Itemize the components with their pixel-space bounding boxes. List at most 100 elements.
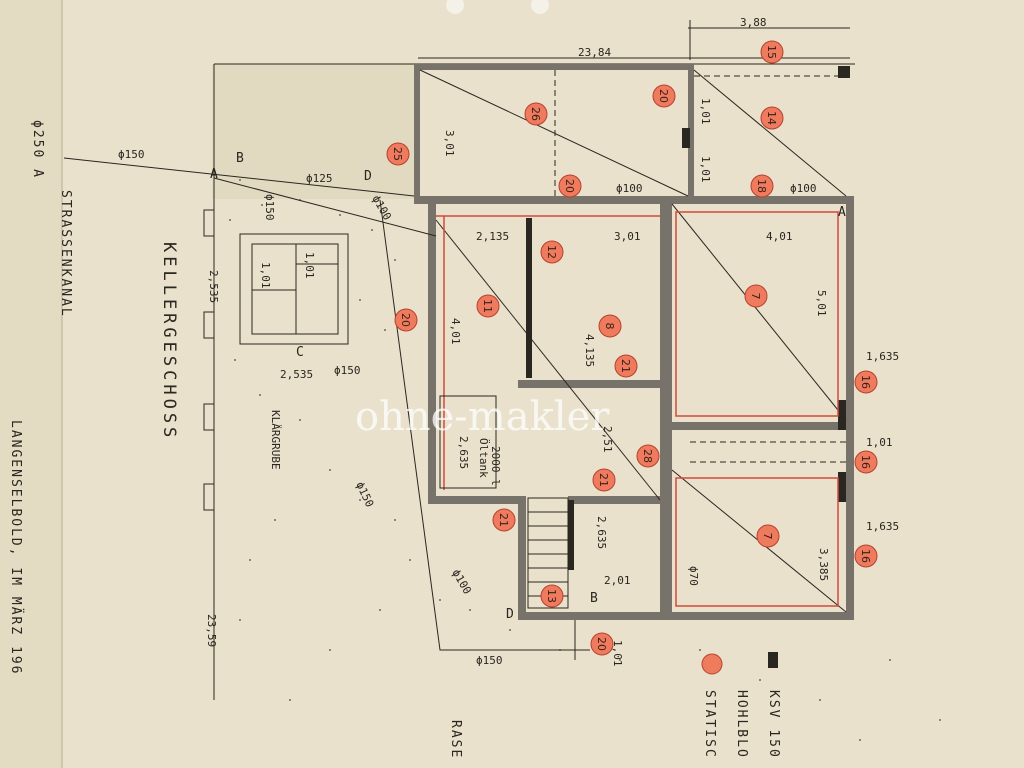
staircase: [527, 497, 569, 609]
marker-number: 21: [497, 513, 510, 527]
marker-number: 16: [859, 375, 872, 389]
marker-m12: 7: [744, 284, 768, 308]
dimension-d18: 1,01: [866, 436, 893, 449]
marker-number: 7: [749, 293, 762, 300]
pipe-label-p10: ϕ70: [687, 566, 700, 586]
dimension-d2: 23,84: [578, 46, 611, 59]
oil-tank-dim: 2,635: [457, 436, 470, 469]
marker-circle: [540, 584, 564, 608]
drain-pipe-lines: [63, 157, 590, 660]
marker-circle: [760, 106, 784, 130]
marker-number: 28: [641, 449, 654, 463]
oil-tank-box: [439, 395, 497, 489]
marker-number: 20: [657, 89, 670, 103]
marker-circle: [614, 354, 638, 378]
marker-number: 21: [619, 359, 632, 373]
marker-m4: 14: [760, 106, 784, 130]
dimension-d4: 1,01: [699, 98, 712, 125]
legend-wall-swatch: [768, 652, 778, 668]
marker-m9: 11: [476, 294, 500, 318]
marker-m18: 21: [492, 508, 516, 532]
marker-number: 20: [563, 179, 576, 193]
dimension-d14: 2,535: [280, 368, 313, 381]
marker-m1: 15: [760, 40, 784, 64]
marker-m19: 7: [756, 524, 780, 548]
terrain-patch: [212, 64, 417, 199]
marker-circle: [750, 174, 774, 198]
point-label: D: [364, 169, 374, 184]
dimension-d9: 5,01: [815, 290, 828, 317]
dimension-d3: 3,01: [443, 130, 456, 157]
marker-m10: 20: [394, 308, 418, 332]
legend-ksv: KSV 150: [766, 690, 781, 759]
place-date-label: LANGENSELBOLD, IM MÄRZ 196: [8, 420, 24, 676]
dimension-d7: 3,01: [614, 230, 641, 243]
marker-m2: 26: [524, 102, 548, 126]
marker-m16: 16: [854, 450, 878, 474]
marker-circle: [854, 370, 878, 394]
marker-circle: [598, 314, 622, 338]
marker-m22: 20: [590, 632, 614, 656]
marker-circle: [558, 174, 582, 198]
marker-m20: 16: [854, 544, 878, 568]
marker-m17: 21: [592, 468, 616, 492]
dimension-d13: 2,535: [207, 270, 220, 303]
marker-number: 13: [545, 589, 558, 603]
marker-number: 14: [765, 111, 778, 125]
dimension-d22: 23,59: [205, 614, 218, 647]
marker-circle: [524, 102, 548, 126]
dimension-d24: 1,01: [259, 262, 272, 289]
dimension-d17: 3,385: [817, 548, 830, 581]
dimension-d10: 4,01: [449, 318, 462, 345]
marker-number: 8: [603, 323, 616, 330]
marker-circle: [394, 308, 418, 332]
dimension-d12: 2,51: [601, 426, 614, 453]
marker-m15: 28: [636, 444, 660, 468]
marker-number: 25: [391, 147, 404, 161]
marker-number: 21: [597, 473, 610, 487]
marker-m5: 25: [386, 142, 410, 166]
oil-tank-label: Öltank: [477, 438, 490, 478]
marker-circle: [592, 468, 616, 492]
paper-margin: [0, 0, 62, 768]
punch-hole: [446, 0, 464, 14]
dimension-d11: 4,135: [583, 334, 596, 367]
marker-m21: 13: [540, 584, 564, 608]
marker-circle: [590, 632, 614, 656]
legend: KSV 150 HOHLBLO STATISC: [701, 652, 781, 759]
point-label: C: [296, 345, 306, 360]
marker-number: 7: [761, 533, 774, 540]
canal-label: STRASSENKANAL: [58, 190, 73, 318]
sheet-title: KELLERGESCHOSS: [159, 242, 179, 441]
dimension-d8: 4,01: [766, 230, 793, 243]
marker-circle: [476, 294, 500, 318]
marker-number: 20: [595, 637, 608, 651]
marker-m14: 16: [854, 370, 878, 394]
bottom-word: RASE: [448, 720, 463, 759]
marker-m3: 20: [652, 84, 676, 108]
marker-number: 16: [859, 455, 872, 469]
pipe-label-p6: ϕ150: [263, 194, 276, 221]
red-inner-outline: [436, 211, 839, 607]
punch-hole: [531, 0, 549, 14]
marker-circle: [854, 450, 878, 474]
legend-hohlblock: HOHLBLO: [734, 690, 749, 759]
marker-number: 18: [755, 179, 768, 193]
marker-number: 15: [765, 45, 778, 59]
marker-circle: [744, 284, 768, 308]
dimension-d20: 2,635: [595, 516, 608, 549]
dimension-d21: 1,01: [611, 640, 624, 667]
dimension-d5: 1,01: [699, 156, 712, 183]
dimension-d6: 2,135: [476, 230, 509, 243]
pipe-size-label: ϕ250 A: [30, 120, 45, 179]
septic-label: KLÄRGRUBE: [269, 410, 282, 470]
dimension-d16: 1,635: [866, 520, 899, 533]
point-label: B: [590, 591, 600, 606]
marker-number: 11: [481, 299, 494, 313]
marker-number: 26: [529, 107, 542, 121]
diagonal-lines: [419, 69, 847, 613]
dimension-d1: 3,88: [740, 16, 767, 29]
